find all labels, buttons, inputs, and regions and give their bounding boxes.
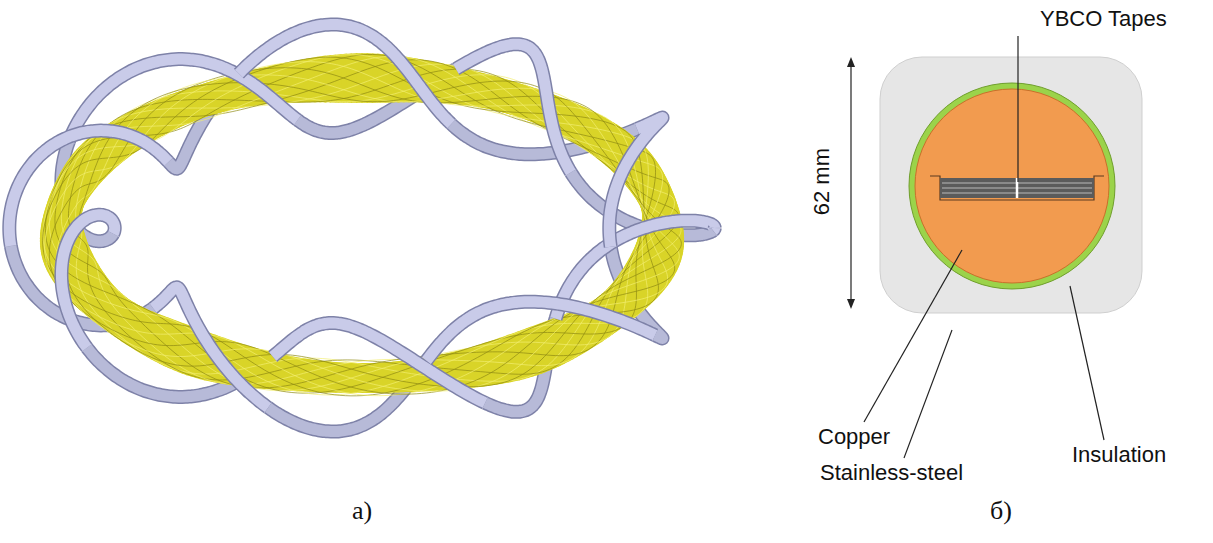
subfigure-label: а) xyxy=(352,496,372,526)
part-label: Insulation xyxy=(1072,442,1166,467)
leader-lines xyxy=(864,36,1104,458)
ybco-tape-stack xyxy=(940,178,1094,198)
insulation-ring xyxy=(909,83,1115,289)
plasma-torus xyxy=(40,53,684,396)
tape-slot xyxy=(930,176,1104,200)
stainless-steel-jacket xyxy=(880,57,1142,313)
dimension-label: 62 mm xyxy=(809,148,834,215)
subfigure-label: б) xyxy=(990,496,1012,526)
part-label: YBCO Tapes xyxy=(1040,6,1167,31)
part-label: Stainless-steel xyxy=(820,460,963,485)
helical-coils-front xyxy=(9,24,714,407)
part-label: Copper xyxy=(818,424,890,449)
dimension-arrow xyxy=(847,57,855,309)
copper-core xyxy=(915,89,1109,283)
